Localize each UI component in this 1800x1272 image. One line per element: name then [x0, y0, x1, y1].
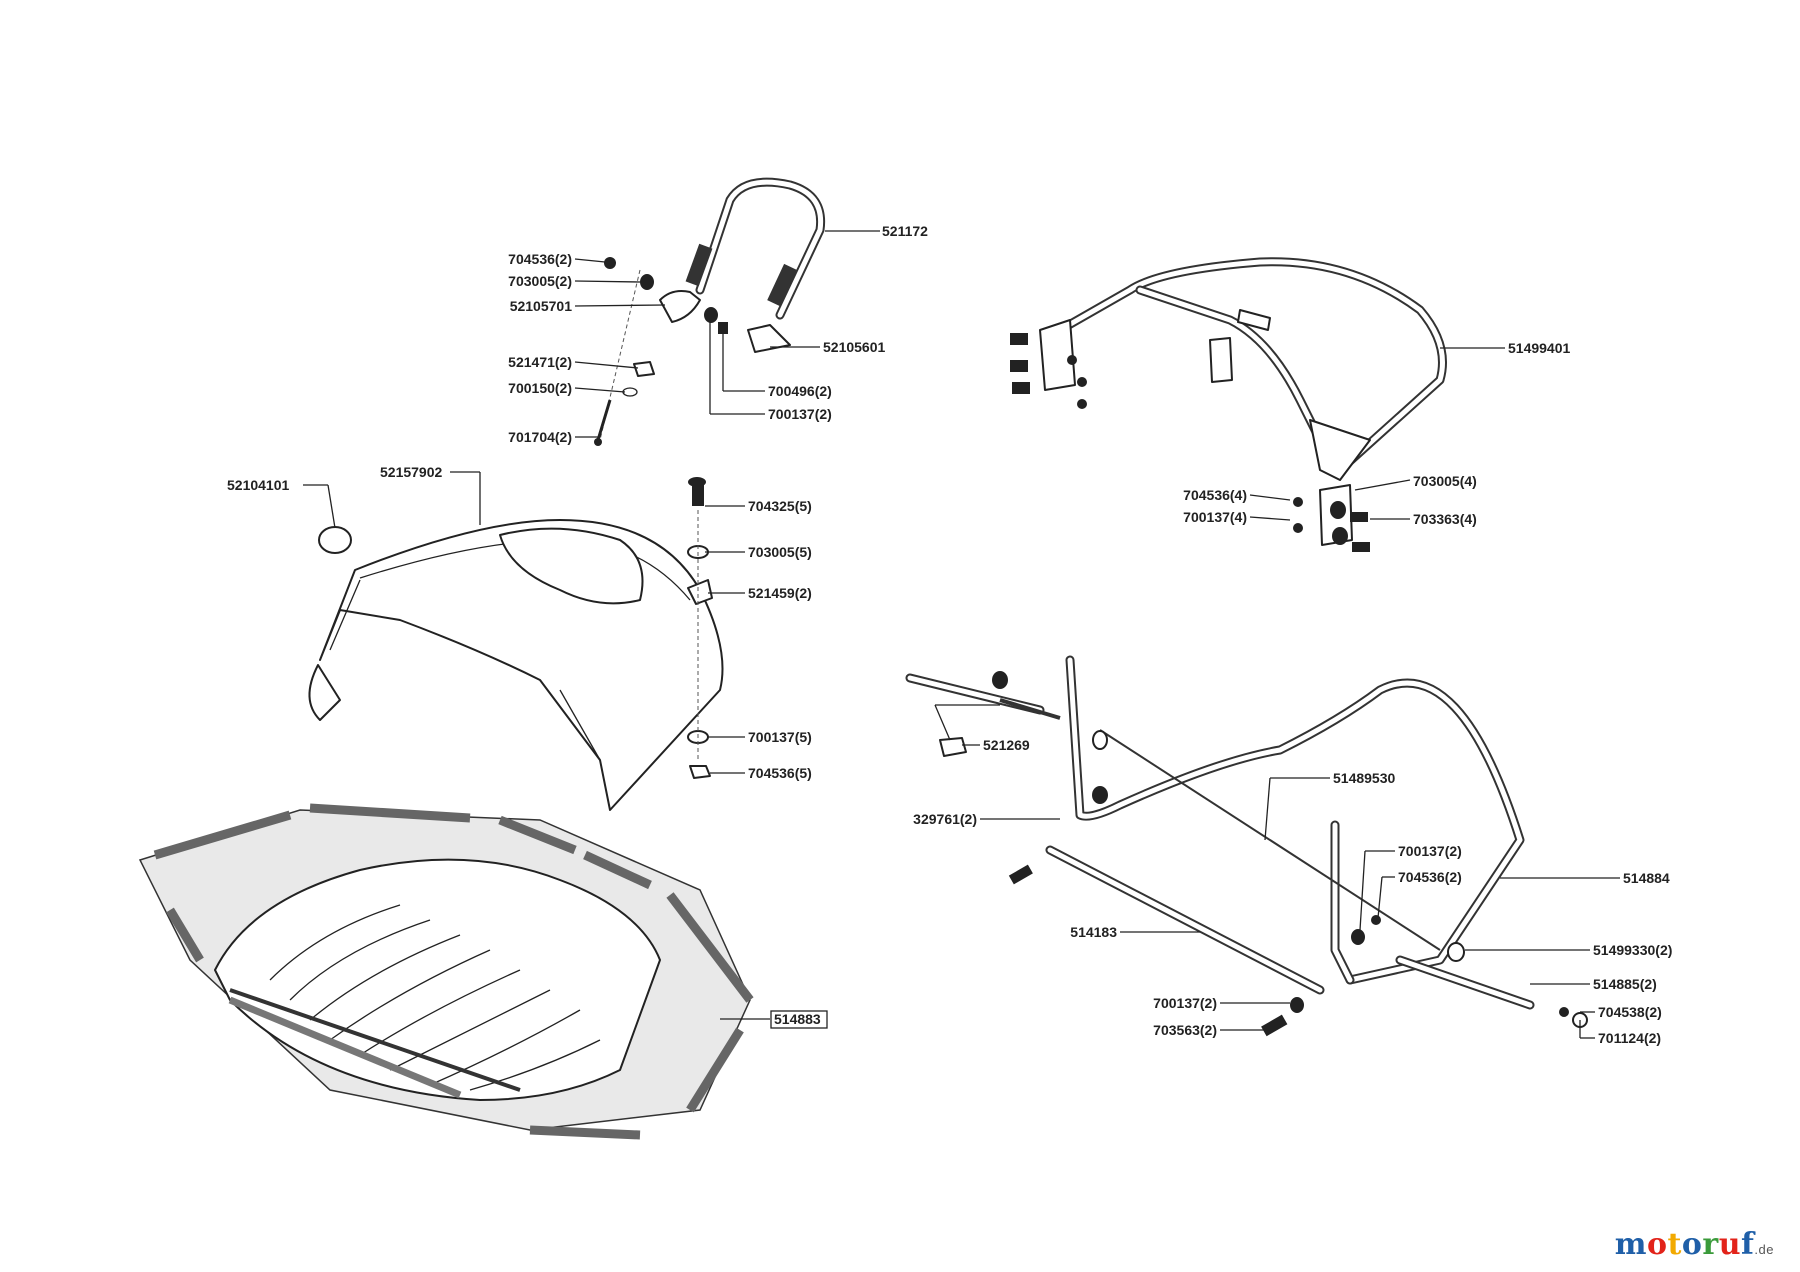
label-514183: 514183 [1070, 924, 1117, 940]
label-703363-4: 703363(4) [1413, 511, 1477, 527]
label-329761-2: 329761(2) [913, 811, 977, 827]
label-703005-2: 703005(2) [508, 273, 572, 289]
label-703563-2: 703563(2) [1153, 1022, 1217, 1038]
label-521172: 521172 [882, 223, 928, 239]
brand-letter: r [1702, 1227, 1719, 1262]
part-labels: 521172 704536(2) 703005(2) 52105701 5210… [227, 223, 1672, 1046]
label-703005-4: 703005(4) [1413, 473, 1477, 489]
hood-hardware-column [687, 477, 713, 779]
label-703005-5: 703005(5) [748, 544, 812, 560]
brand-letter: f [1741, 1227, 1755, 1262]
label-521459-2: 521459(2) [748, 585, 812, 601]
brand-letter: o [1647, 1227, 1668, 1262]
label-700137-2-mid: 700137(2) [1398, 843, 1462, 859]
label-704536-4: 704536(4) [1183, 487, 1247, 503]
label-514885-2: 514885(2) [1593, 976, 1657, 992]
label-521269: 521269 [983, 737, 1030, 753]
brand-letter: o [1681, 1227, 1703, 1262]
label-704538-2: 704538(2) [1598, 1004, 1662, 1020]
hood-cover [308, 484, 724, 811]
brand-logo: motoruf.de [1615, 1227, 1774, 1262]
label-700496-2: 700496(2) [768, 383, 832, 399]
seat-handle-assembly [594, 177, 826, 446]
leader-lines [303, 230, 1620, 1039]
grass-catcher-tray [138, 803, 754, 1140]
label-51499330-2: 51499330(2) [1593, 942, 1672, 958]
label-704325-5: 704325(5) [748, 498, 812, 514]
label-700137-2-bottom: 700137(2) [1153, 995, 1217, 1011]
brand-letter: t [1667, 1227, 1682, 1262]
label-52105701: 52105701 [510, 298, 573, 314]
label-701704-2: 701704(2) [508, 429, 572, 445]
label-700150-2: 700150(2) [508, 380, 572, 396]
lower-frame-assembly [905, 655, 1588, 1037]
label-51499401: 51499401 [1508, 340, 1571, 356]
label-701124-2: 701124(2) [1598, 1030, 1661, 1046]
label-521471-2: 521471(2) [508, 354, 572, 370]
part-number-box [770, 1010, 828, 1029]
label-514883: 514883 [774, 1011, 821, 1027]
label-700137-5: 700137(5) [748, 729, 812, 745]
brand-letter: m [1614, 1227, 1647, 1262]
label-51489530: 51489530 [1333, 770, 1396, 786]
label-52105601: 52105601 [823, 339, 886, 355]
rear-frame-assembly [1010, 257, 1447, 552]
label-52104101: 52104101 [227, 477, 290, 493]
label-52157902: 52157902 [380, 464, 443, 480]
label-514884: 514884 [1623, 870, 1670, 886]
brand-domain: .de [1754, 1242, 1774, 1257]
label-700137-4: 700137(4) [1183, 509, 1247, 525]
label-704536-2: 704536(2) [508, 251, 572, 267]
brand-letter: u [1718, 1227, 1742, 1262]
label-704536-2-mid: 704536(2) [1398, 869, 1462, 885]
label-704536-5: 704536(5) [748, 765, 812, 781]
label-700137-2-top: 700137(2) [768, 406, 832, 422]
